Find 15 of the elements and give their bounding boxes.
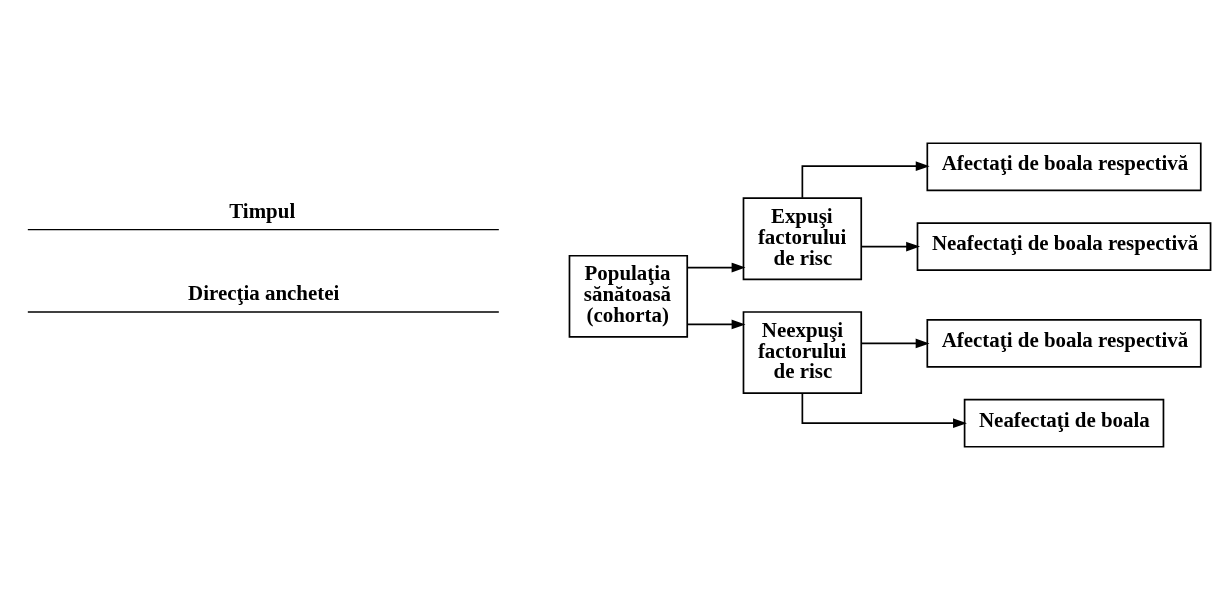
node-box: Afectaţi de boala respectivă (926, 141, 1202, 191)
arrow (860, 338, 930, 348)
node-box: Neexpuşi factorului de risc (742, 310, 863, 394)
arrow (686, 262, 746, 272)
node-box: Neafectaţi de boala respectivă (916, 221, 1212, 271)
node-box: Expuşi factorului de risc (742, 196, 863, 280)
arrow (801, 391, 967, 428)
label: Timpul (229, 198, 296, 223)
node-box: Afectaţi de boala respectivă (926, 318, 1202, 368)
arrow (686, 319, 746, 329)
node-box: Populaţia sănătoasă (cohorta) (568, 254, 689, 338)
arrow (860, 241, 921, 251)
arrow (801, 160, 930, 199)
label: Direcţia anchetei (188, 280, 340, 305)
node-box: Neafectaţi de boala (963, 398, 1165, 448)
